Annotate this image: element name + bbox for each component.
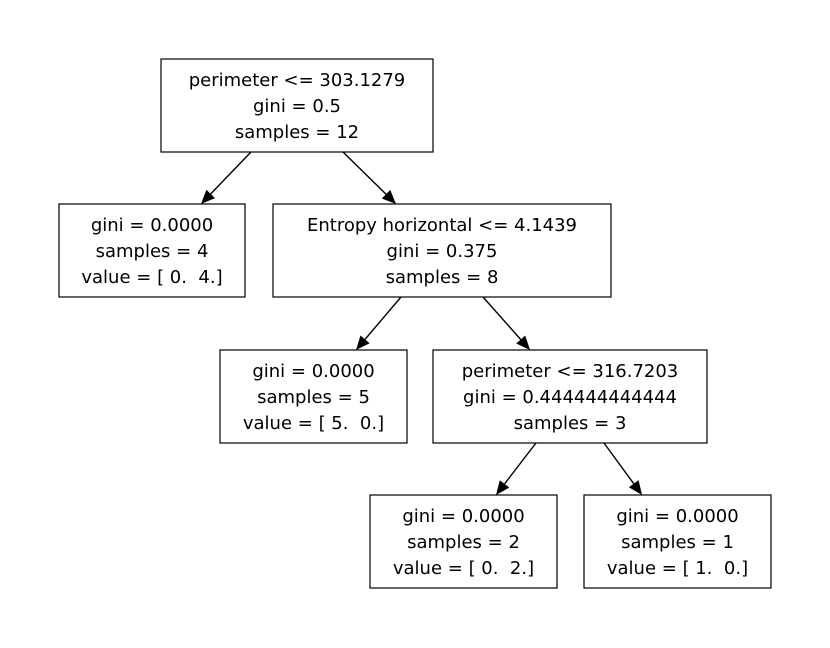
nodes-layer: perimeter <= 303.1279 gini = 0.5 samples =…	[58, 58, 772, 589]
edge-entropy-split-to-perimeter-split-2	[482, 296, 522, 340]
node-label-line: gini = 0.5	[253, 96, 341, 117]
tree-node-leaf-1: gini = 0.0000 samples = 1 value = [ 1. 0.]	[583, 494, 772, 589]
node-label-line: value = [ 0. 2.]	[393, 558, 534, 579]
node-box	[583, 494, 772, 589]
node-label-line: samples = 1	[621, 532, 734, 553]
node-label-line: gini = 0.444444444444	[463, 387, 677, 408]
node-label-line: Entropy horizontal <= 4.1439	[307, 215, 577, 236]
tree-node-leaf-2: gini = 0.0000 samples = 2 value = [ 0. 2.]	[369, 494, 558, 589]
node-label-line: gini = 0.375	[387, 241, 498, 262]
node-label-line: perimeter <= 316.7203	[462, 361, 679, 382]
arrowhead-root-to-entropy-split	[381, 189, 396, 204]
arrowhead-perimeter-split-2-to-leaf-1	[628, 480, 642, 495]
tree-node-leaf-5: gini = 0.0000 samples = 5 value = [ 5. 0.]	[219, 349, 408, 444]
edge-perimeter-split-2-to-leaf-2	[503, 442, 537, 485]
node-label-line: samples = 4	[96, 241, 209, 262]
arrowhead-root-to-left-leaf	[201, 189, 216, 204]
node-label-line: samples = 12	[235, 122, 359, 143]
arrowhead-entropy-split-to-leaf-5	[356, 335, 370, 350]
node-box	[160, 58, 434, 153]
node-label-line: samples = 2	[407, 532, 520, 553]
node-box	[58, 203, 246, 298]
tree-node-entropy-split: Entropy horizontal <= 4.1439 gini = 0.375…	[272, 203, 612, 298]
node-label-line: value = [ 1. 0.]	[607, 558, 748, 579]
edge-entropy-split-to-leaf-5	[364, 296, 402, 340]
node-box	[219, 349, 408, 444]
node-label-line: value = [ 0. 4.]	[81, 267, 222, 288]
node-box	[432, 349, 708, 444]
node-label-line: perimeter <= 303.1279	[189, 70, 406, 91]
node-label-line: samples = 8	[386, 267, 499, 288]
tree-node-left-leaf: gini = 0.0000 samples = 4 value = [ 0. 4.]	[58, 203, 246, 298]
edge-perimeter-split-2-to-leaf-1	[603, 442, 635, 485]
node-box	[272, 203, 612, 298]
node-label-line: gini = 0.0000	[252, 361, 374, 382]
node-label-line: samples = 3	[514, 413, 627, 434]
node-label-line: gini = 0.0000	[91, 215, 213, 236]
tree-node-perimeter-split-2: perimeter <= 316.7203 gini = 0.4444444444…	[432, 349, 708, 444]
edges-layer	[201, 151, 642, 495]
arrowhead-entropy-split-to-perimeter-split-2	[516, 335, 530, 350]
node-label-line: samples = 5	[257, 387, 370, 408]
node-box	[369, 494, 558, 589]
edge-root-to-entropy-split	[342, 151, 387, 195]
arrowhead-perimeter-split-2-to-leaf-2	[496, 480, 510, 495]
node-label-line: value = [ 5. 0.]	[243, 413, 384, 434]
node-label-line: gini = 0.0000	[616, 506, 738, 527]
node-label-line: gini = 0.0000	[402, 506, 524, 527]
edge-root-to-left-leaf	[210, 151, 252, 195]
tree-node-root: perimeter <= 303.1279 gini = 0.5 samples =…	[160, 58, 434, 153]
